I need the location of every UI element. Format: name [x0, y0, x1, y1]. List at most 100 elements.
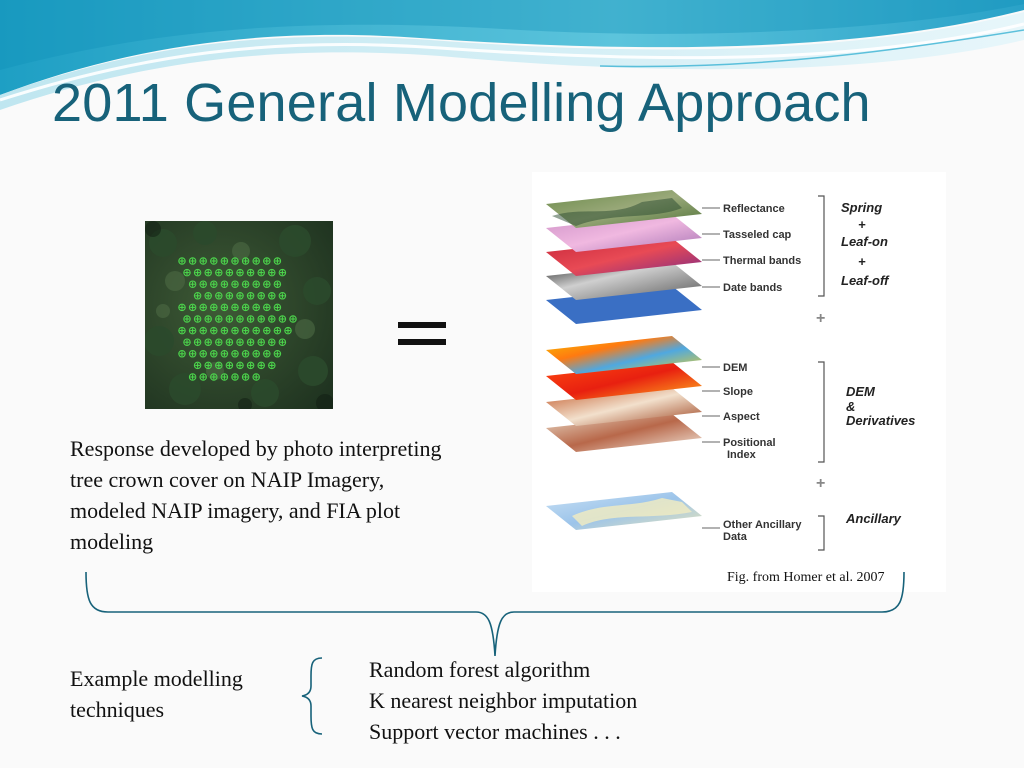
plot-dot [231, 326, 239, 335]
plot-dot [204, 338, 212, 346]
plot-dot [268, 315, 276, 323]
plot-dot [199, 280, 207, 288]
plot-dot [215, 361, 223, 370]
plot-dot [188, 350, 197, 358]
plot-dot [263, 257, 271, 265]
plot-dot [199, 326, 207, 335]
layer-date-bands [546, 262, 702, 300]
plot-dot [188, 280, 197, 288]
plot-dot [225, 338, 234, 346]
plot-dot [204, 268, 212, 277]
plot-dot [236, 315, 244, 323]
plot-dot [236, 292, 244, 300]
plot-dot [199, 303, 207, 312]
plot-dot [236, 361, 244, 370]
plot-dot [193, 338, 202, 346]
plot-dot [241, 326, 250, 335]
slide-title: 2011 General Modelling Approach [52, 73, 871, 133]
plot-dot [199, 350, 207, 358]
label-date-bands: Date bands [723, 282, 782, 294]
plot-dot [231, 280, 239, 288]
technique-svm: Support vector machines . . . [369, 719, 621, 744]
plot-dot-grid [178, 257, 297, 381]
techniques-label: Example modelling techniques [70, 666, 243, 722]
plot-dot [220, 303, 229, 312]
plot-dot [210, 257, 218, 265]
group-label-dem: DEM [846, 384, 876, 399]
label-positional: Positional [723, 437, 776, 449]
plot-dot [263, 303, 271, 312]
naip-aerial-image [145, 221, 333, 409]
plot-dot [236, 268, 244, 277]
plot-dot [257, 361, 265, 370]
plot-dot [278, 338, 287, 346]
group-label-ancillary: Ancillary [845, 511, 902, 526]
techniques-list: Random forest algorithm K nearest neighb… [369, 654, 637, 747]
plot-dot [231, 350, 239, 358]
plot-dot [210, 303, 218, 312]
plot-dot [252, 326, 260, 335]
plus-separator-2: + [816, 475, 825, 492]
plot-dot [193, 315, 202, 323]
group-label-amp: & [846, 399, 855, 414]
plot-dot [278, 292, 287, 300]
plot-dot [268, 292, 276, 300]
plot-dot [178, 303, 186, 312]
label-data: Data [723, 531, 748, 543]
label-tasseled-cap: Tasseled cap [723, 229, 792, 241]
plot-dot [273, 280, 282, 288]
layer-stack-figure: Reflectance Tasseled cap Thermal bands D… [532, 172, 946, 592]
plot-dot [225, 361, 234, 370]
plot-dot [268, 338, 276, 346]
header-waves [0, 0, 1024, 110]
plot-dot [225, 315, 234, 323]
plot-dot [263, 350, 271, 358]
plot-dot [263, 326, 271, 335]
plot-dot [220, 373, 229, 381]
plot-dot [241, 373, 250, 381]
plot-dot [246, 292, 255, 300]
plot-dot [178, 257, 186, 265]
plot-dot [252, 257, 260, 265]
plot-dot [278, 315, 287, 323]
plot-dot [241, 303, 250, 312]
plot-dot [215, 268, 223, 277]
plot-dot [273, 303, 282, 312]
plot-dot [183, 338, 191, 346]
equals-sign [398, 322, 446, 356]
plot-dot [231, 303, 239, 312]
plot-dot [252, 303, 260, 312]
plot-dot [210, 373, 218, 381]
label-thermal-bands: Thermal bands [723, 255, 801, 267]
label-dem: DEM [723, 362, 747, 374]
plot-dot [268, 268, 276, 277]
group-label-spring: Spring [841, 200, 882, 215]
technique-knn-imputation: K nearest neighbor imputation [369, 688, 638, 713]
plot-dot [193, 268, 202, 277]
plot-dot [284, 326, 292, 335]
plot-dot [220, 350, 229, 358]
plot-dot [231, 257, 239, 265]
plot-dot [231, 373, 239, 381]
technique-random-forest: Random forest algorithm [369, 657, 591, 682]
layer-slope [546, 362, 702, 400]
plot-dot [178, 326, 186, 335]
plot-dot [220, 257, 229, 265]
plot-dot [215, 338, 223, 346]
layer-landsat-base [546, 286, 702, 324]
plot-dot [263, 280, 271, 288]
label-index: Index [727, 449, 757, 461]
plot-dot [225, 268, 234, 277]
label-reflectance: Reflectance [723, 203, 785, 215]
label-aspect: Aspect [723, 411, 760, 423]
plot-dot [257, 338, 265, 346]
plot-dot [257, 315, 265, 323]
plot-dot [268, 361, 276, 370]
plot-dot [246, 361, 255, 370]
group-label-leaf-on: Leaf-on [841, 234, 888, 249]
plot-dot [193, 292, 202, 300]
figure-caption: Fig. from Homer et al. 2007 [727, 570, 885, 585]
layer-thermal-bands [546, 238, 702, 276]
group-label-derivatives: Derivatives [846, 413, 915, 428]
plot-dot [193, 361, 202, 370]
